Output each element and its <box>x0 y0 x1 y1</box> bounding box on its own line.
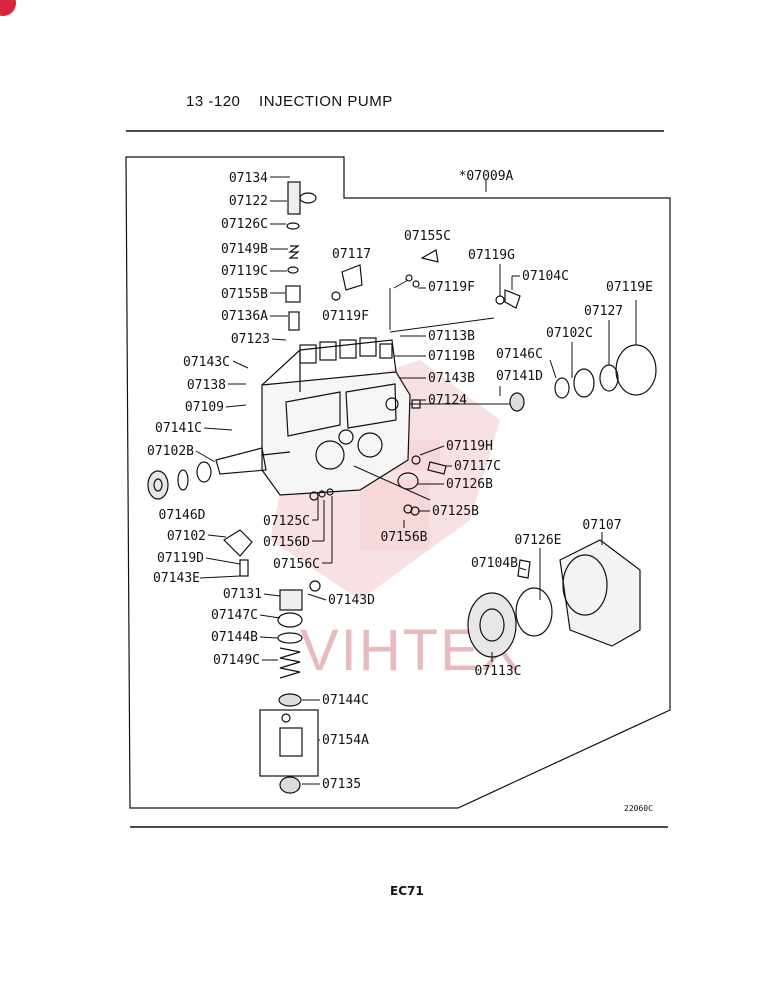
drawing-code: 22060C <box>624 804 653 813</box>
part-07154a-label: 07154A <box>322 733 369 748</box>
lower-plunger-parts <box>223 488 334 794</box>
assembly-label: *07009A <box>459 169 514 184</box>
delivery-valve-parts <box>285 181 521 331</box>
part-07119f-b-label: 07119F <box>428 280 475 295</box>
part-07155c-label: 07155C <box>404 229 451 244</box>
part-07146d-label: 07146D <box>159 508 206 523</box>
section-number: 13 -120 <box>186 93 241 110</box>
part-07143d-label: 07143D <box>328 593 375 608</box>
part-07136a-label: 07136A <box>221 309 268 324</box>
part-07107-label: 07107 <box>582 518 621 533</box>
part-07127-label: 07127 <box>584 304 623 319</box>
part-07104b-label: 07104B <box>471 556 518 571</box>
part-07155b-label: 07155B <box>221 287 268 302</box>
part-07144b-label: 07144B <box>211 630 258 645</box>
part-07125b-label: 07125B <box>432 504 479 519</box>
assembly-frame <box>125 156 671 809</box>
part-07156d-label: 07156D <box>263 535 310 550</box>
part-07119c-label: 07119C <box>221 264 268 279</box>
part-07138-label: 07138 <box>187 378 226 393</box>
part-07126e-label: 07126E <box>515 533 562 548</box>
part-07141c-label: 07141C <box>155 421 202 436</box>
part-07119b-label: 07119B <box>428 349 475 364</box>
part-07123-label: 07123 <box>231 332 270 347</box>
part-07124-label: 07124 <box>428 393 467 408</box>
section-name: INJECTION PUMP <box>259 93 393 110</box>
part-07119d-label: 07119D <box>157 551 204 566</box>
part-07119e-label: 07119E <box>606 280 653 295</box>
part-07117c-label: 07117C <box>454 459 501 474</box>
part-07134-label: 07134 <box>229 171 268 186</box>
part-07126c-label: 07126C <box>221 217 268 232</box>
pump-housing <box>261 337 411 496</box>
drive-shaft <box>215 447 291 475</box>
part-07131-label: 07131 <box>223 587 262 602</box>
part-07113c-label: 07113C <box>475 664 522 679</box>
part-07146c-label: 07146C <box>496 347 543 362</box>
part-07119g-label: 07119G <box>468 248 515 263</box>
part-labels: *07009A 07134 07122 07126C 07149B 07119C… <box>147 169 653 813</box>
front-bearings <box>147 461 212 500</box>
governor-housing-parts <box>385 344 657 516</box>
part-07119f-a-label: 07119F <box>322 309 369 324</box>
corner-badge <box>0 0 16 16</box>
part-07143c-label: 07143C <box>183 355 230 370</box>
part-07102c-label: 07102C <box>546 326 593 341</box>
part-07156b-label: 07156B <box>381 530 428 545</box>
section-title: 13 -120 INJECTION PUMP <box>186 93 393 110</box>
leader-lines <box>195 176 637 785</box>
part-07149b-label: 07149B <box>221 242 268 257</box>
part-07104c-label: 07104C <box>522 269 569 284</box>
part-07143e-label: 07143E <box>153 571 200 586</box>
part-07156c-label: 07156C <box>273 557 320 572</box>
part-07122-label: 07122 <box>229 194 268 209</box>
part-07141d-label: 07141D <box>496 369 543 384</box>
part-07125c-label: 07125C <box>263 514 310 529</box>
part-07149c-label: 07149C <box>213 653 260 668</box>
part-07119h-label: 07119H <box>446 439 493 454</box>
part-07109-label: 07109 <box>185 400 224 415</box>
timer-housing <box>467 539 641 658</box>
part-07135-label: 07135 <box>322 777 361 792</box>
page-code: EC71 <box>390 884 424 898</box>
part-07102-label: 07102 <box>167 529 206 544</box>
part-07102b-label: 07102B <box>147 444 194 459</box>
part-07126b-label: 07126B <box>446 477 493 492</box>
part-07144c-label: 07144C <box>322 693 369 708</box>
part-07147c-label: 07147C <box>211 608 258 623</box>
part-07117-label: 07117 <box>332 247 371 262</box>
part-07143b-label: 07143B <box>428 371 475 386</box>
part-07113b-label: 07113B <box>428 329 475 344</box>
